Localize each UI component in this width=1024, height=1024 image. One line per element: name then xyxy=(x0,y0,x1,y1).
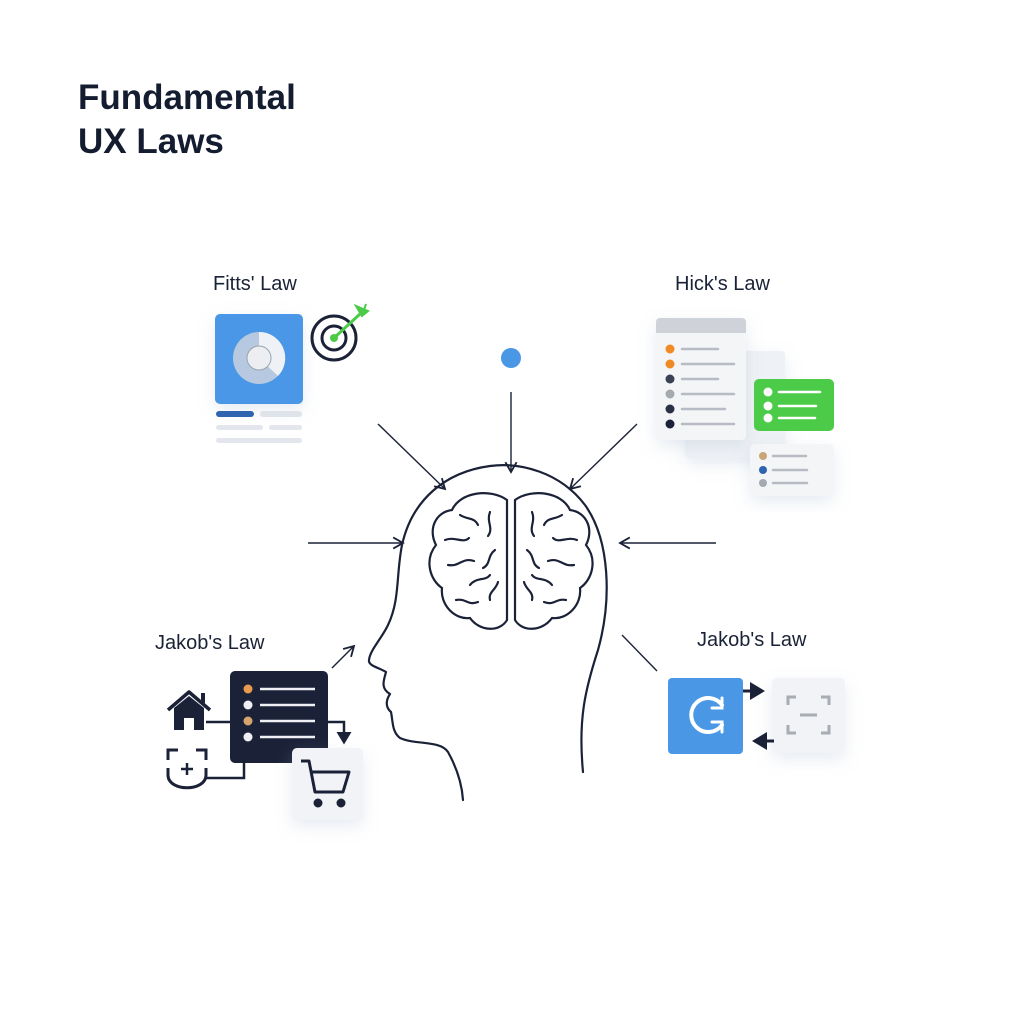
scan-frame-icon xyxy=(786,695,831,735)
arrow-icon xyxy=(331,644,356,669)
arrow-icon xyxy=(568,423,638,491)
hicks-law-label: Hick's Law xyxy=(675,273,770,295)
fitts-law-label: Fitts' Law xyxy=(213,273,297,295)
arrow-icon xyxy=(377,423,447,491)
focus-dot xyxy=(501,348,521,368)
head-profile-icon xyxy=(367,464,608,802)
home-icon xyxy=(166,690,212,730)
input-arrows xyxy=(308,392,716,672)
title-line-2: UX Laws xyxy=(78,122,224,161)
title-line-1: Fundamental xyxy=(78,78,296,117)
shopping-cart-icon xyxy=(301,759,351,808)
jakobs-law-label-right: Jakob's Law xyxy=(697,629,807,651)
hicks-law-illustration xyxy=(656,318,834,496)
face-scan-icon xyxy=(166,748,208,790)
jakobs-law-navigation-illustration xyxy=(166,671,363,820)
menu-card xyxy=(230,671,328,763)
jakobs-law-refresh-illustration xyxy=(668,678,845,754)
jakobs-law-label-left: Jakob's Law xyxy=(155,632,265,654)
page-title: Fundamental UX Laws xyxy=(78,76,296,164)
connector-line xyxy=(621,634,658,672)
target-icon xyxy=(310,303,370,362)
refresh-icon xyxy=(689,696,724,734)
brain-icon xyxy=(428,492,594,630)
fitts-law-illustration xyxy=(215,303,370,443)
refresh-card xyxy=(668,678,743,754)
